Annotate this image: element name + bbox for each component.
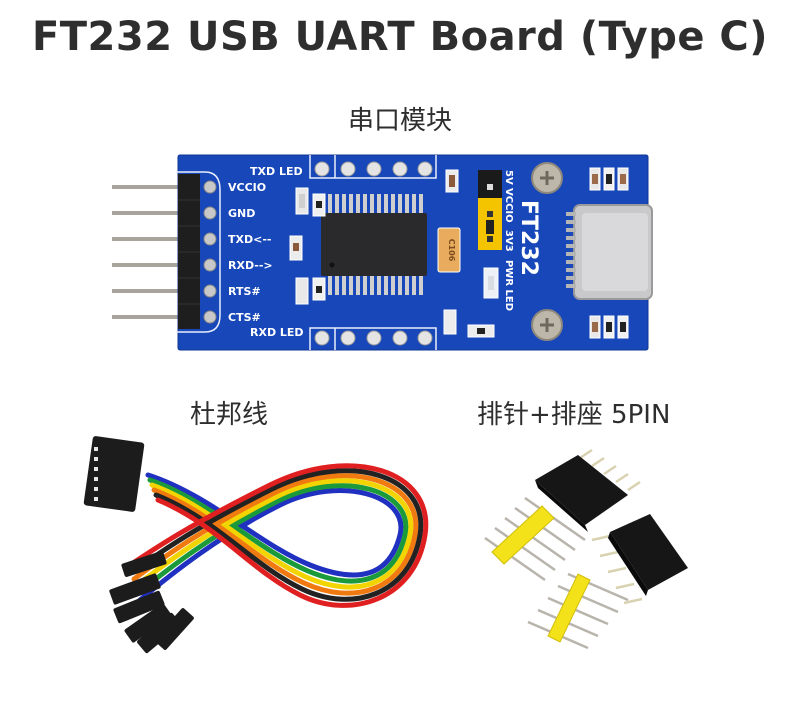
pin-headers-image	[470, 440, 710, 660]
female-header-1	[535, 448, 641, 532]
page-title: FT232 USB UART Board (Type C)	[31, 14, 769, 60]
pin-label-txd: TXD<--	[228, 233, 271, 246]
ft232-chip	[321, 213, 427, 276]
tantalum-capacitor	[437, 227, 461, 273]
male-header-2	[527, 572, 629, 650]
male-header-1	[484, 496, 586, 582]
single-housings	[109, 551, 194, 654]
pin-label-gnd: GND	[228, 207, 255, 220]
svg-text:3V3: 3V3	[503, 230, 514, 252]
male-pins	[112, 185, 192, 319]
mounting-screws	[531, 162, 563, 341]
female-housing-6pin	[83, 436, 145, 512]
module-caption: 串口模块	[347, 106, 452, 136]
svg-text:FT232: FT232	[516, 200, 541, 276]
pin-header-caption: 排针+排座 5PIN	[477, 400, 671, 430]
pin-label-rxd: RXD-->	[228, 259, 273, 272]
rxd-led-label: RXD LED	[250, 326, 304, 339]
txd-led-label: TXD LED	[250, 165, 303, 178]
female-header-2	[591, 514, 688, 605]
svg-text:VCCIO: VCCIO	[503, 188, 514, 223]
pin-label-vccio: VCCIO	[228, 181, 266, 194]
dupont-cable-image	[60, 425, 430, 665]
svg-text:5V: 5V	[503, 170, 514, 185]
pin-label-cts: CTS#	[228, 311, 261, 324]
ft232-board-image: C106 5V VCCIO 3V3 PWR LED FT232	[100, 150, 660, 360]
svg-text:C106: C106	[447, 239, 456, 262]
pin-label-rts: RTS#	[228, 285, 261, 298]
dupont-cable-caption: 杜邦线	[190, 400, 269, 430]
svg-text:PWR LED: PWR LED	[503, 260, 514, 311]
